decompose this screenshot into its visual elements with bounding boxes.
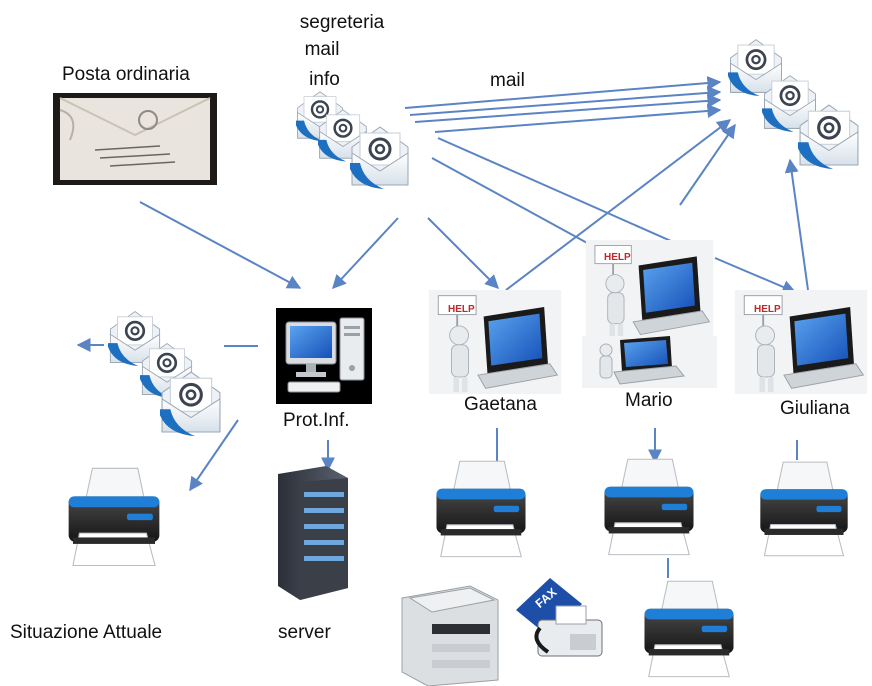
label-prot-inf: Prot.Inf.	[283, 410, 350, 431]
label-posta-ordinaria: Posta ordinaria	[62, 64, 190, 85]
label-server: server	[278, 622, 331, 643]
help-sign-text: HELP	[754, 304, 781, 315]
label-giuliana: Giuliana	[780, 398, 850, 419]
arrow-mail-to-protinf	[332, 217, 399, 290]
arrow-mail-to-gaetana	[427, 217, 499, 289]
label-info: info	[309, 69, 340, 90]
arrow-mail-to-giuliana-b	[714, 257, 797, 294]
forwarded-email-stack	[108, 310, 222, 438]
arrow-mail-2	[409, 85, 722, 116]
arrow-mail-to-giuliana-a	[437, 137, 681, 246]
giuliana-workstation: HELP	[733, 290, 869, 394]
desktop-computer-icon	[276, 308, 372, 404]
label-mario: Mario	[625, 390, 673, 411]
mario-workstation: HELP	[582, 240, 717, 388]
printer-icon	[603, 458, 695, 556]
segreteria-email-stack	[296, 90, 410, 190]
arrow-mario-to-external	[679, 123, 736, 206]
copier-icon	[401, 585, 499, 686]
arrow-mail-to-mario	[431, 157, 601, 251]
help-sign-text: HELP	[604, 252, 631, 263]
server-icon	[278, 466, 348, 600]
printer-icon	[68, 467, 160, 567]
label-mail-account: mail	[304, 39, 340, 60]
arrow-protinf-to-printer	[189, 419, 239, 492]
fax-icon: FAX	[516, 578, 603, 657]
arrow-gaetana-to-external	[505, 119, 732, 291]
external-email-stack	[728, 38, 860, 170]
label-gaetana: Gaetana	[464, 394, 537, 415]
label-situazione-attuale: Situazione Attuale	[10, 622, 163, 643]
gaetana-workstation: HELP	[427, 290, 563, 394]
posta-ordinaria-envelope	[53, 93, 217, 185]
arrow-giuliana-to-external	[784, 158, 809, 291]
label-segreteria: segreteria	[299, 12, 385, 33]
arrow-mail-1	[404, 76, 722, 109]
help-sign-text: HELP	[448, 304, 475, 315]
arrow-mail-3	[414, 93, 722, 123]
printer-icon	[759, 461, 849, 557]
arrows	[76, 76, 809, 578]
arrow-mail-4	[434, 103, 722, 133]
printer-icon	[643, 580, 735, 678]
label-mail-arrow: mail	[490, 70, 525, 91]
printer-icon	[435, 460, 527, 558]
arrow-posta-to-protinf	[139, 201, 302, 289]
